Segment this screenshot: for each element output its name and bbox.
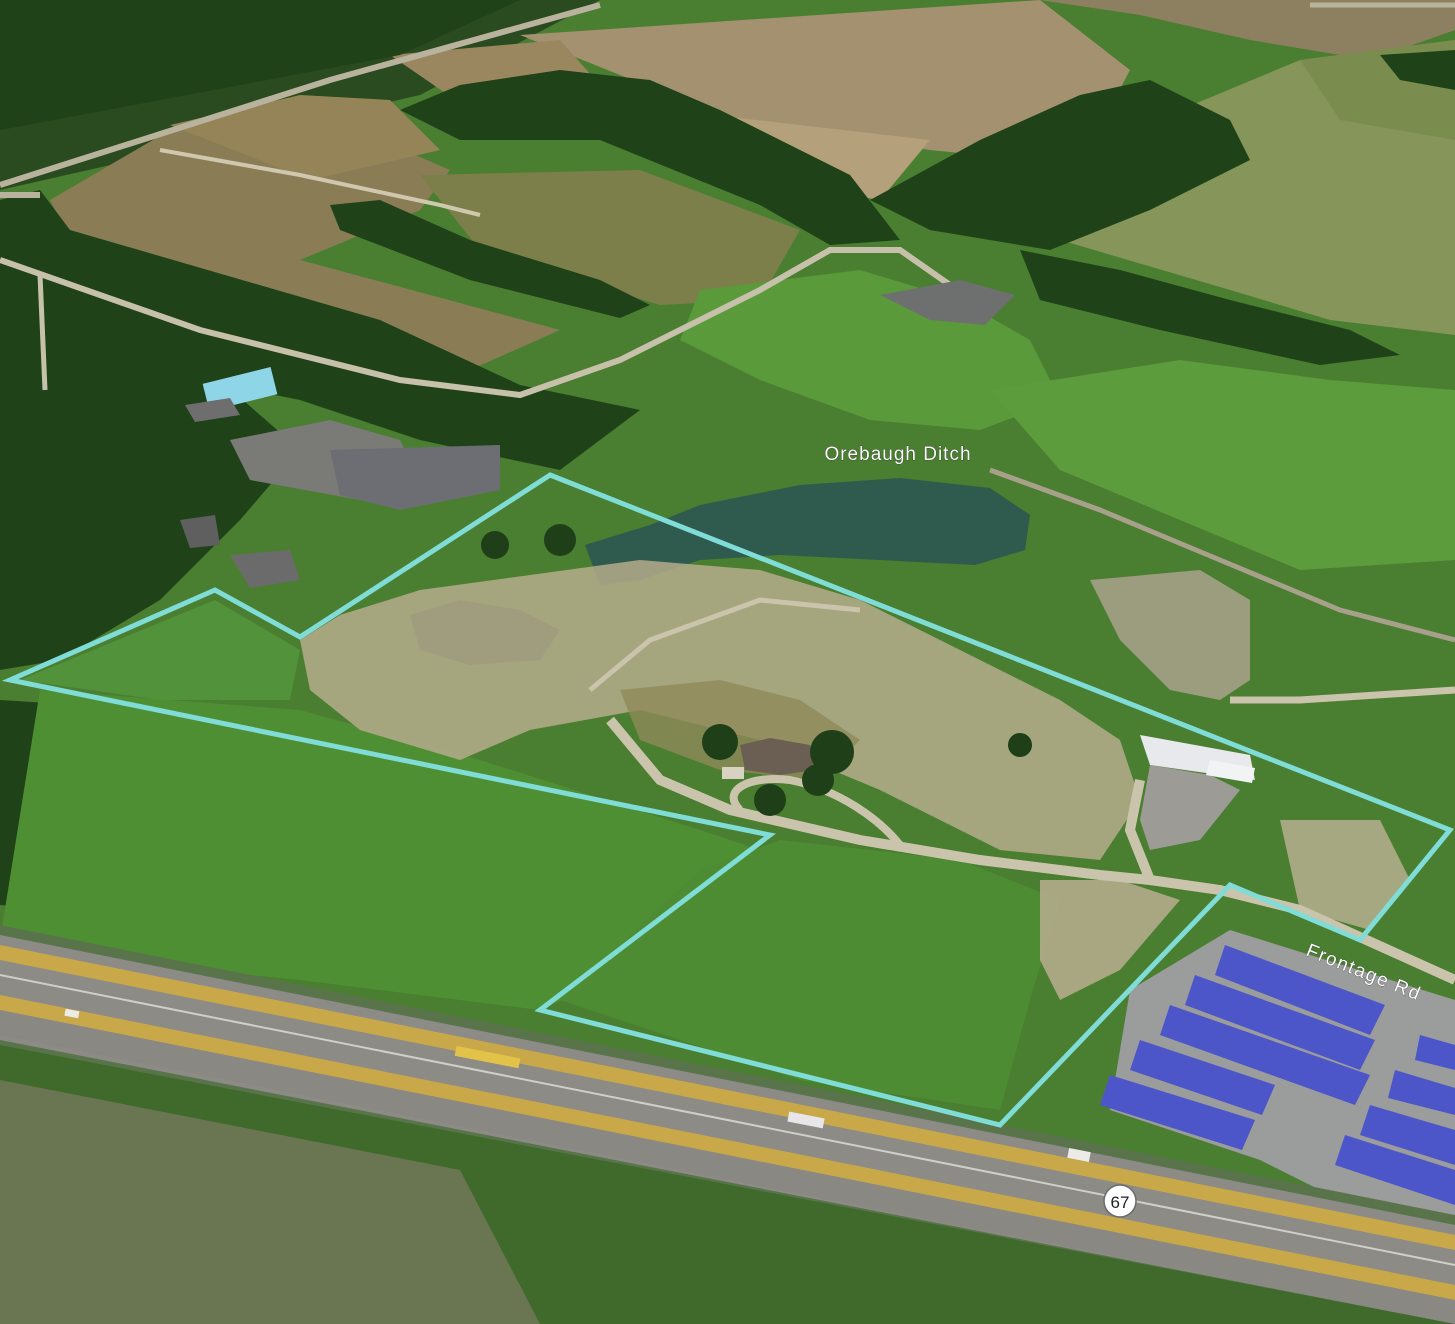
campus-buildings [180, 366, 500, 588]
vehicles [64, 1008, 1091, 1163]
route-shield[interactable]: 67 [1103, 1184, 1137, 1218]
interstate-highway [0, 925, 1455, 1324]
route-number: 67 [1111, 1193, 1130, 1212]
north-farmland [0, 0, 1455, 370]
site-buildings [722, 280, 1255, 850]
property-boundary[interactable] [1, 472, 1455, 1128]
waterway-label: Orebaugh Ditch [824, 444, 971, 465]
scattered-trees [481, 524, 1032, 816]
roads [0, 2, 1455, 643]
storage-facility [1100, 930, 1455, 1225]
